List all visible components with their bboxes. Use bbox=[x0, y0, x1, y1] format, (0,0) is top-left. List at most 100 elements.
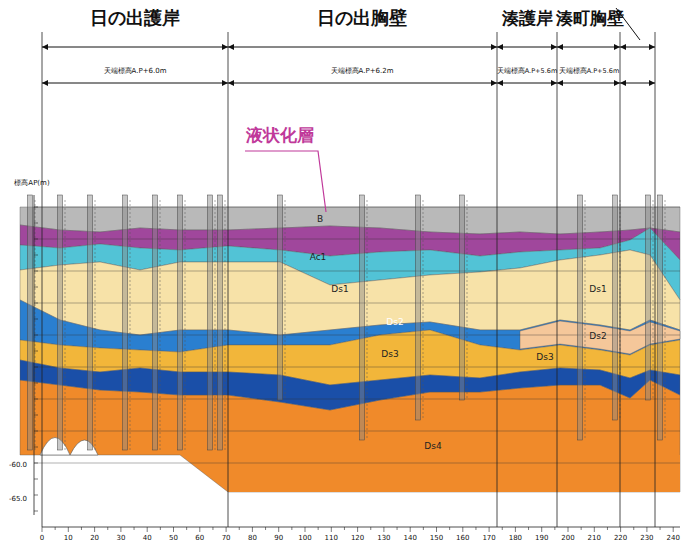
dimension-line bbox=[557, 83, 620, 84]
distance-value: 110 bbox=[325, 535, 338, 543]
axis-tick bbox=[318, 527, 319, 530]
grid-line bbox=[34, 271, 680, 272]
axis-tick bbox=[34, 399, 38, 400]
borehole-column bbox=[178, 195, 183, 450]
grid-line bbox=[34, 239, 680, 240]
arrow-head bbox=[551, 44, 557, 50]
axis-tick bbox=[173, 527, 174, 532]
axis-tick bbox=[673, 527, 674, 532]
distance-value: 230 bbox=[640, 535, 653, 543]
axis-tick bbox=[34, 271, 38, 272]
axis-tick bbox=[199, 527, 200, 532]
n-value-line bbox=[160, 200, 161, 450]
axis-tick bbox=[120, 527, 121, 532]
peach-layer bbox=[520, 321, 680, 354]
crest-height: 天端標高A.P+5.6m bbox=[497, 68, 557, 75]
borehole-column bbox=[360, 195, 365, 440]
n-value-line bbox=[285, 200, 286, 400]
boundary-line bbox=[655, 32, 656, 527]
n-value-line bbox=[665, 200, 666, 440]
axis-tick bbox=[239, 527, 240, 530]
grid-line bbox=[34, 303, 680, 304]
axis-tick bbox=[212, 527, 213, 530]
distance-value: 210 bbox=[588, 535, 601, 543]
axis-tick bbox=[291, 527, 292, 530]
distance-value: 90 bbox=[274, 535, 283, 543]
leader-line bbox=[245, 151, 326, 212]
axis-tick bbox=[34, 415, 38, 416]
axis-tick bbox=[620, 527, 621, 532]
axis-tick bbox=[357, 527, 358, 532]
axis-tick bbox=[502, 527, 503, 530]
distance-value: 180 bbox=[509, 535, 522, 543]
axis-tick bbox=[55, 527, 56, 530]
axis-tick bbox=[34, 383, 38, 384]
axis-tick bbox=[265, 527, 266, 530]
axis-tick bbox=[186, 527, 187, 530]
arrow-head bbox=[649, 80, 655, 86]
axis-tick bbox=[94, 527, 95, 532]
axis-tick bbox=[34, 351, 38, 352]
crest-height: 天端標高A.P+6.2m bbox=[331, 68, 394, 76]
distance-value: 70 bbox=[222, 535, 231, 543]
borehole-column bbox=[208, 195, 213, 450]
axis-tick bbox=[134, 527, 135, 530]
arrow-head bbox=[620, 44, 626, 50]
distance-value: 80 bbox=[248, 535, 257, 543]
borehole-column bbox=[613, 195, 618, 420]
axis-tick bbox=[423, 527, 424, 530]
arrow-head bbox=[228, 80, 234, 86]
borehole-column bbox=[658, 195, 663, 440]
axis-tick bbox=[34, 303, 38, 304]
axis-value: -60.0 bbox=[9, 462, 27, 470]
axis-tick bbox=[34, 255, 38, 256]
borehole-column bbox=[218, 195, 223, 450]
axis-tick bbox=[305, 527, 306, 532]
axis-tick bbox=[449, 527, 450, 530]
n-value-line bbox=[215, 200, 216, 450]
distance-value: 40 bbox=[143, 535, 152, 543]
arrow-head bbox=[620, 80, 626, 86]
axis-tick bbox=[34, 319, 38, 320]
distance-value: 120 bbox=[351, 535, 364, 543]
distance-value: 160 bbox=[456, 535, 469, 543]
axis-value: -65.0 bbox=[9, 496, 27, 504]
grid-line bbox=[34, 431, 680, 432]
axis-tick bbox=[252, 527, 253, 532]
axis-tick bbox=[34, 367, 38, 368]
arrow-head bbox=[557, 44, 563, 50]
borehole-column bbox=[278, 195, 283, 400]
distance-value: 130 bbox=[377, 535, 390, 543]
n-value-line bbox=[35, 200, 36, 450]
n-value-line bbox=[585, 200, 586, 440]
axis-tick bbox=[370, 527, 371, 530]
distance-value: 200 bbox=[561, 535, 574, 543]
dimension-line bbox=[497, 47, 557, 48]
axis-tick bbox=[34, 511, 38, 512]
axis-tick bbox=[160, 527, 161, 530]
distance-value: 20 bbox=[90, 535, 99, 543]
section-title: 日の出護岸 bbox=[90, 8, 180, 28]
boundary-line bbox=[557, 32, 558, 527]
arrow-head bbox=[557, 80, 563, 86]
n-value-line bbox=[185, 200, 186, 450]
axis-tick bbox=[34, 495, 38, 496]
borehole-column bbox=[123, 195, 128, 450]
axis-tick bbox=[554, 527, 555, 530]
section-title: 湊護岸 bbox=[502, 9, 553, 28]
orange-layer-deep bbox=[228, 455, 680, 492]
arrow-head bbox=[497, 80, 503, 86]
distance-value: 30 bbox=[116, 535, 125, 543]
axis-tick bbox=[278, 527, 279, 532]
layer-name: Ds3 bbox=[381, 350, 398, 360]
layer-name: Ds1 bbox=[331, 285, 348, 295]
callout-label: 液状化層 bbox=[246, 126, 314, 145]
layer-name: Ds2 bbox=[589, 332, 606, 342]
borehole-column bbox=[578, 195, 583, 440]
axis-tick bbox=[607, 527, 608, 530]
layer-name: Ds1 bbox=[589, 285, 606, 295]
borehole-column bbox=[28, 195, 33, 450]
axis-tick bbox=[541, 527, 542, 532]
distance-value: 0 bbox=[40, 535, 44, 543]
